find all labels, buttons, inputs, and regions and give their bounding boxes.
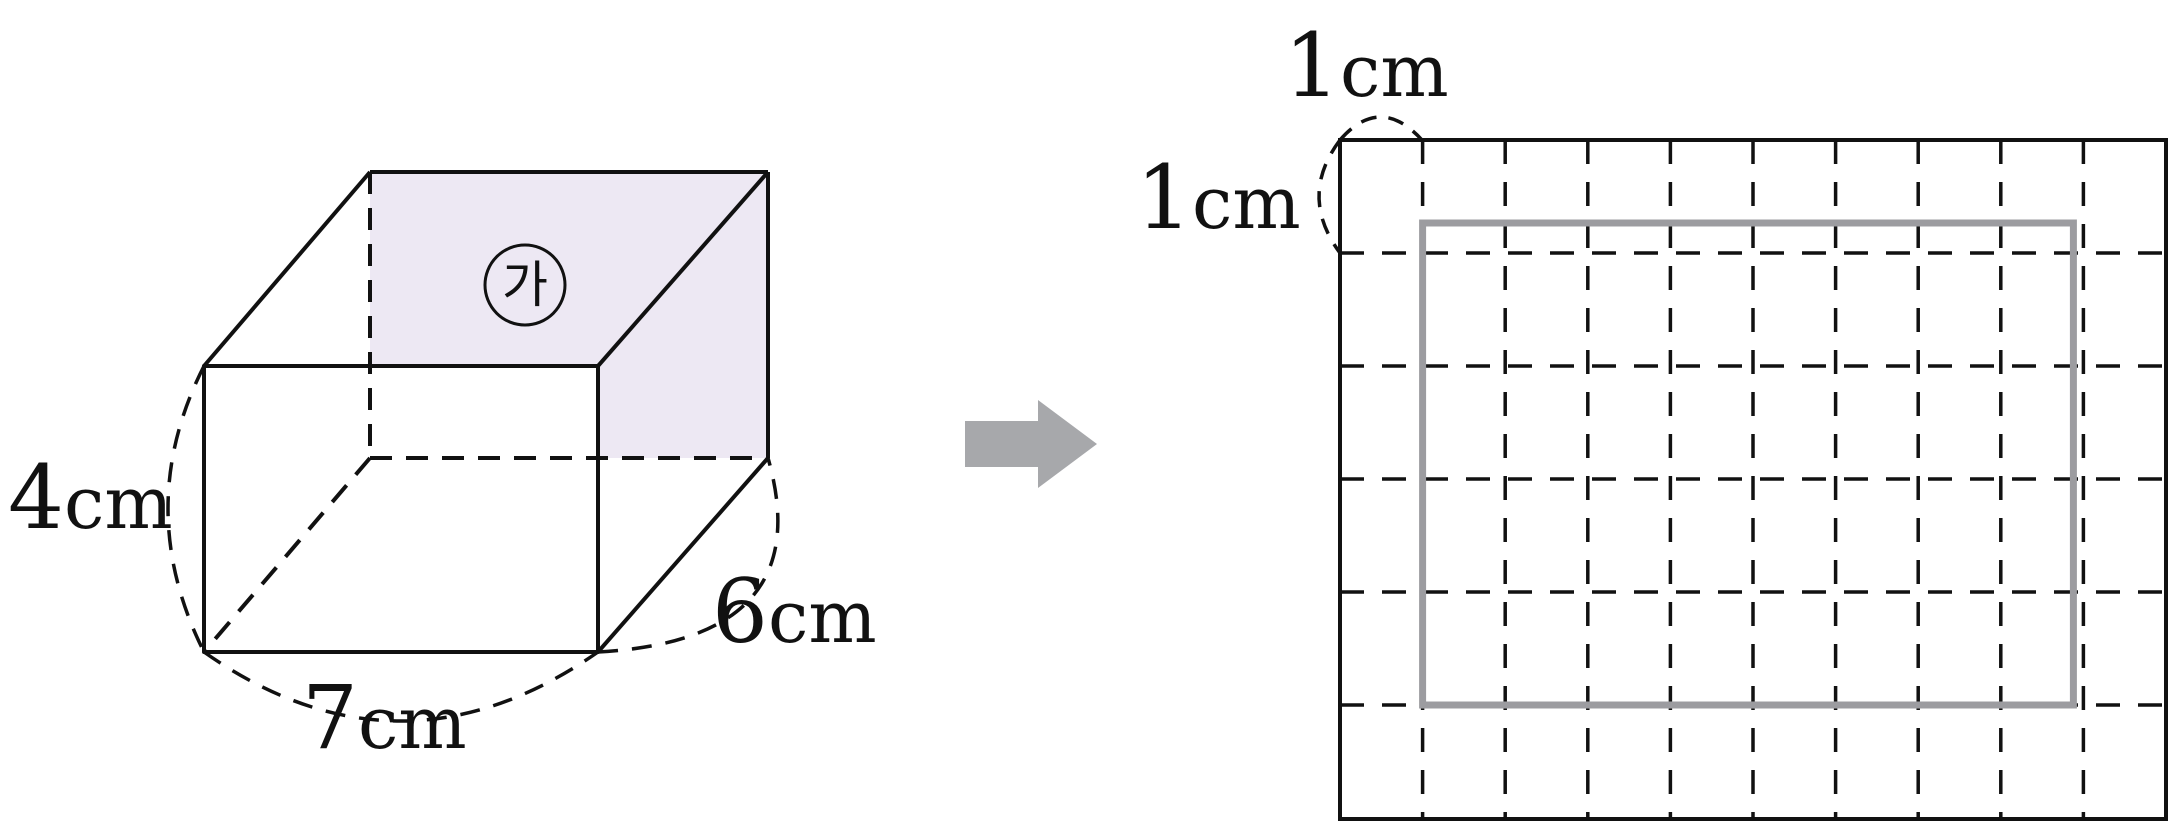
face-label: 가 bbox=[483, 243, 567, 327]
depth-arc bbox=[597, 457, 780, 654]
depth-label: 6cm bbox=[712, 560, 877, 663]
cell-width-arc bbox=[1338, 115, 1424, 142]
front-face bbox=[204, 366, 598, 652]
rectangular-prism: 가 4cm 7cm 6cm bbox=[8, 170, 877, 769]
right-arrow-icon bbox=[965, 400, 1097, 488]
shaded-face-side bbox=[598, 172, 768, 458]
cell-height-label: 1cm bbox=[1136, 146, 1301, 249]
cell-height-arc bbox=[1317, 138, 1342, 255]
dimension-arcs bbox=[166, 365, 780, 723]
face-label-text: 가 bbox=[502, 256, 548, 314]
hidden-edge-diagonal bbox=[202, 456, 372, 654]
face-label-circle bbox=[483, 243, 567, 327]
height-arc bbox=[166, 365, 206, 653]
hidden-edges bbox=[202, 172, 768, 654]
length-label: 7cm bbox=[302, 666, 467, 769]
visible-edges bbox=[202, 170, 770, 654]
front-face-outline bbox=[202, 364, 600, 654]
grid-dashed-lines bbox=[1340, 140, 2166, 819]
height-label: 4cm bbox=[8, 446, 173, 549]
cell-width-label: 1cm bbox=[1284, 14, 1449, 117]
bottom-right-edge bbox=[596, 456, 770, 654]
length-arc bbox=[202, 650, 599, 723]
top-right-edge bbox=[596, 170, 770, 368]
grid-paper: 1cm 1cm bbox=[1136, 14, 2168, 821]
top-left-edge bbox=[202, 170, 372, 368]
net-outline bbox=[1419, 219, 2077, 709]
